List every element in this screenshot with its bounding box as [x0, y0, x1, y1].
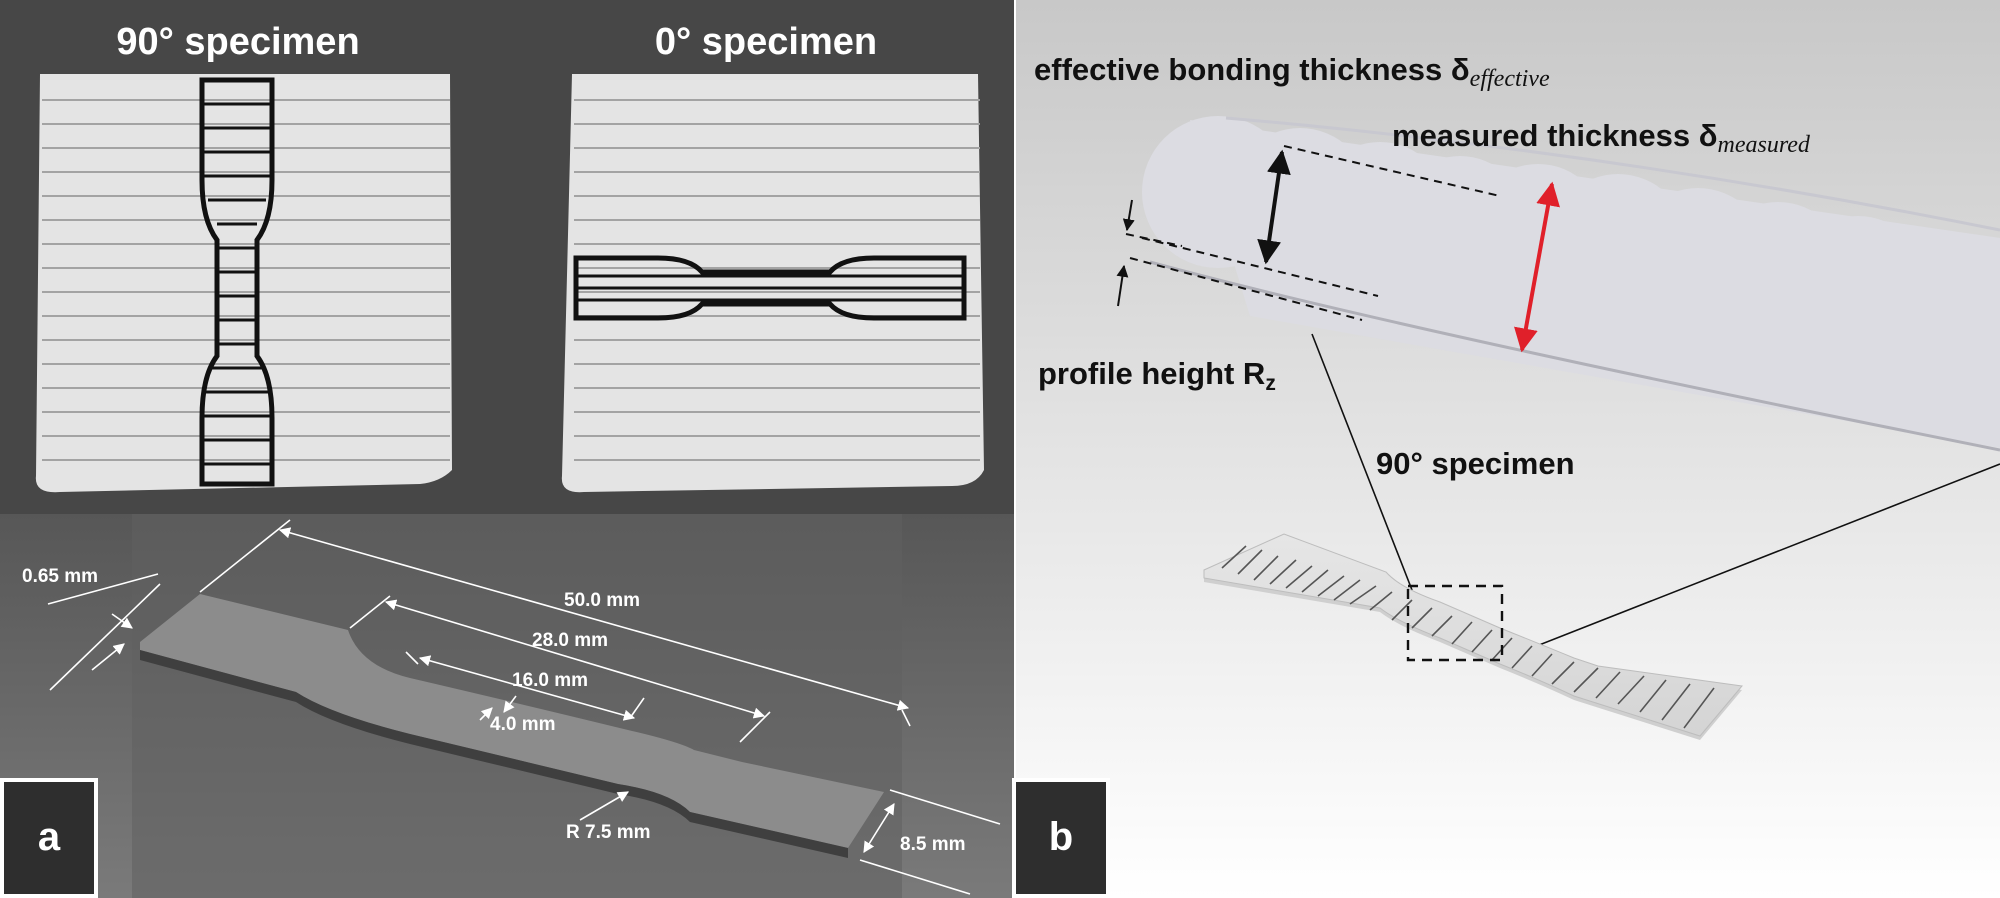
profile-height-sub: z	[1265, 372, 1276, 395]
label-thickness: 0.65 mm	[22, 566, 98, 587]
effective-thickness-sub: effective	[1470, 66, 1550, 92]
panel-a-label-box	[0, 778, 98, 898]
plate-0deg	[561, 74, 984, 493]
dim-radius-leader	[579, 791, 629, 821]
zoom-leader-left	[1311, 333, 1413, 591]
effective-thickness-text: effective bonding thickness δ	[1034, 52, 1470, 87]
label-overall-length: 50.0 mm	[564, 590, 640, 611]
photo-right-title: 0° specimen	[655, 21, 877, 63]
profile-arrow-top	[1122, 199, 1135, 232]
zoom-leader-right	[1505, 463, 2000, 659]
dim-thickness-arrow-1	[111, 613, 133, 629]
dim-width	[863, 803, 895, 853]
specimen-sketch-hatch	[1221, 545, 1715, 729]
plate-90deg	[35, 74, 452, 493]
dashed-lines	[1125, 145, 1501, 321]
measured-thickness-sub: measured	[1718, 132, 1811, 158]
effective-thickness-label: effective bonding thickness δeffective	[1034, 52, 1550, 92]
zoom-box	[1406, 584, 1504, 662]
label-gauge-inner: 16.0 mm	[512, 670, 588, 691]
panel-a: 90° specimen 0° specimen	[0, 0, 1014, 898]
panel-divider	[1014, 0, 1016, 898]
measured-thickness-label: measured thickness δmeasured	[1392, 118, 1811, 158]
specimen-90-rungs	[202, 102, 272, 466]
bead-top-highlight	[1225, 116, 2000, 232]
panel-b-label: b	[1049, 815, 1073, 859]
dim-gauge-inner	[418, 655, 636, 721]
label-radius: R 7.5 mm	[566, 822, 650, 843]
measured-thickness-text: measured thickness δ	[1392, 118, 1718, 153]
dim-gauge-width-1	[479, 707, 493, 721]
dimension-lines	[47, 519, 1001, 895]
profile-height-text: profile height R	[1038, 356, 1265, 391]
plate-0deg-lines	[574, 99, 980, 461]
specimen-0-rungs	[576, 274, 964, 302]
dim-thickness-arrow-2	[91, 643, 125, 671]
label-width: 8.5 mm	[900, 834, 965, 855]
specimen-sketch-label: 90° specimen	[1376, 446, 1575, 481]
label-gauge-outer: 28.0 mm	[532, 630, 608, 651]
rendered-specimen-edge	[140, 650, 848, 858]
photo-left-title: 90° specimen	[116, 21, 359, 63]
bead-shadow-line	[1149, 260, 2000, 452]
panel-b-label-box	[1012, 778, 1110, 898]
profile-height-label: profile height Rz	[1038, 356, 1276, 395]
specimen-outline-0	[573, 255, 967, 321]
label-gauge-width: 4.0 mm	[490, 714, 555, 735]
panel-b: effective bonding thickness δeffective m…	[1012, 0, 2000, 898]
plate-90deg-lines	[42, 99, 450, 461]
specimen-outline-90	[199, 77, 275, 487]
measured-thickness-arrow	[1514, 181, 1560, 353]
panel-a-label: a	[38, 815, 61, 859]
profile-arrow-bottom	[1116, 264, 1129, 307]
specimen-sketch	[1203, 533, 1743, 740]
dim-gauge-width-2	[503, 695, 517, 713]
effective-thickness-arrow	[1257, 149, 1291, 265]
